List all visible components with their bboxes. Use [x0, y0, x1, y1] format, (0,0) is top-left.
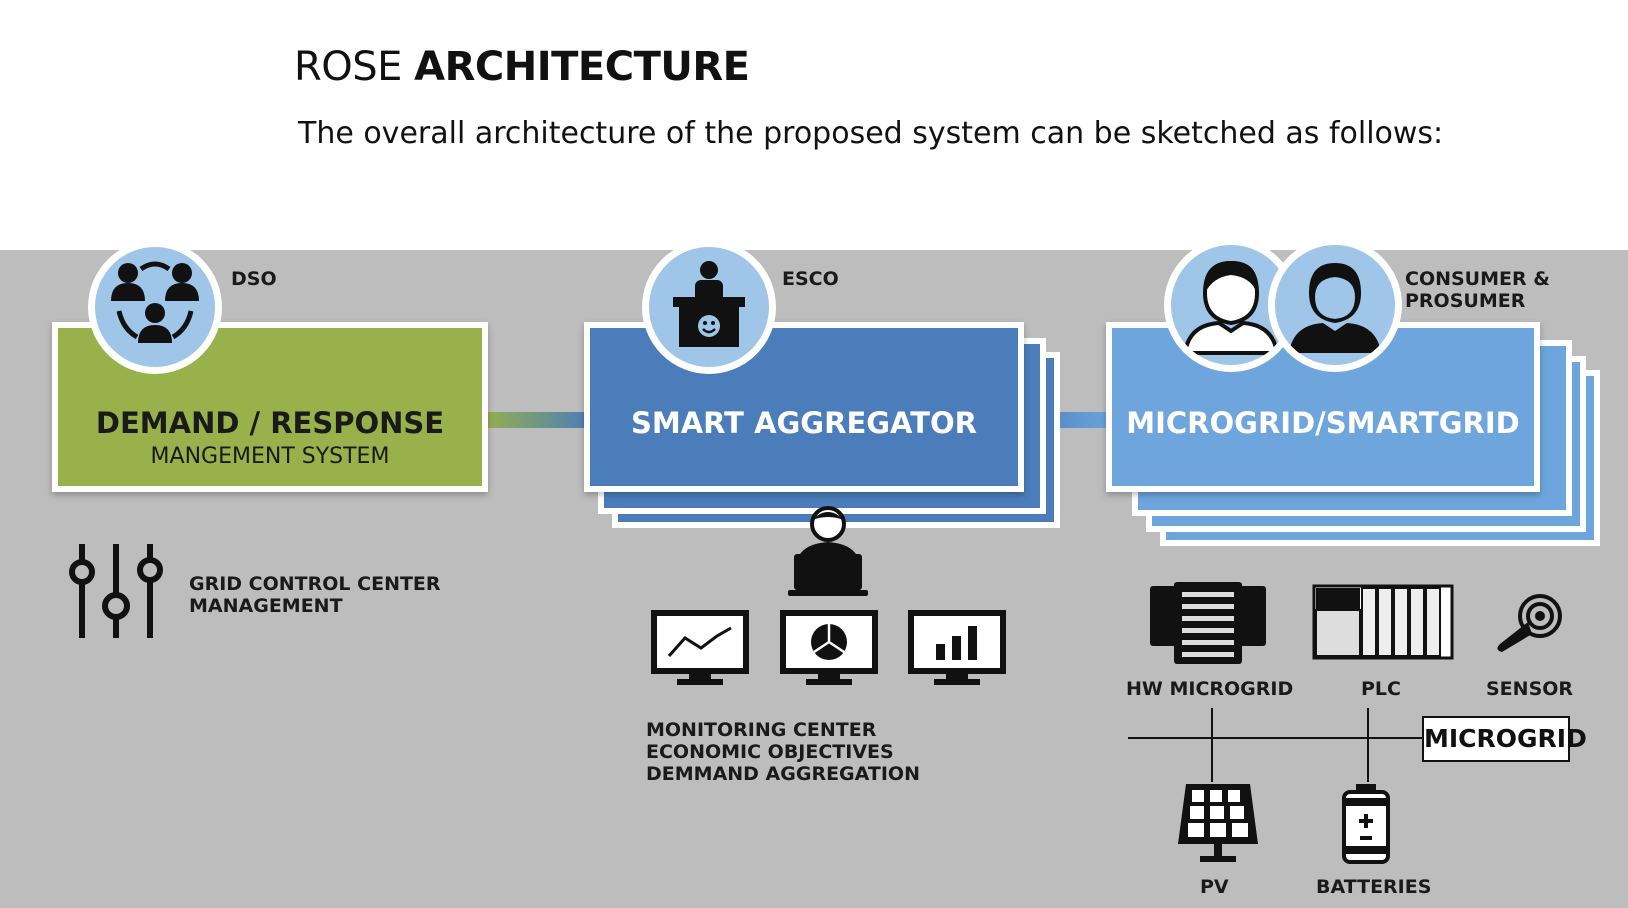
- title-bold: ARCHITECTURE: [414, 44, 750, 90]
- demand-response-subtitle: MANGEMENT SYSTEM: [150, 444, 390, 469]
- solar-panel-icon: [1178, 784, 1258, 862]
- demand-response-title: DEMAND / RESPONSE: [95, 406, 445, 440]
- page-subtitle: The overall architecture of the proposed…: [298, 116, 1444, 151]
- title-light: ROSE: [294, 44, 402, 90]
- sensor-label: SENSOR: [1486, 678, 1574, 700]
- connector-dso-esco: [480, 412, 592, 428]
- monitoring-label-2: ECONOMIC OBJECTIVES: [646, 741, 894, 763]
- monitoring-label-1: MONITORING CENTER: [646, 719, 877, 741]
- microgrid-bus-label: MICROGRID: [1422, 716, 1587, 762]
- pv-label: PV: [1200, 876, 1229, 898]
- plc-icon: [1312, 584, 1454, 660]
- esco-desk-icon: [642, 240, 776, 374]
- operator-icon: [788, 506, 868, 596]
- consumer-label-line-1: CONSUMER &: [1405, 268, 1550, 290]
- demand-response-box: DEMAND / RESPONSE MANGEMENT SYSTEM: [52, 322, 488, 492]
- bar-chart-monitor-icon: [908, 610, 1006, 685]
- prosumer-person-icon: [1268, 238, 1402, 372]
- batteries-label: BATTERIES: [1316, 876, 1432, 898]
- plc-label: PLC: [1361, 678, 1401, 700]
- grid-control-label-1: GRID CONTROL CENTER: [189, 573, 441, 595]
- esco-label: ESCO: [782, 268, 839, 290]
- battery-icon: [1342, 784, 1390, 864]
- server-rack-icon: [1150, 582, 1266, 664]
- line-chart-monitor-icon: [651, 610, 749, 685]
- consumer-label-line-2: PROSUMER: [1405, 290, 1526, 312]
- smart-aggregator-box: SMART AGGREGATOR: [584, 322, 1024, 492]
- dso-group-icon: [88, 240, 222, 374]
- grid-control-label-2: MANAGEMENT: [189, 595, 343, 617]
- microgrid-smartgrid-title: MICROGRID/SMARTGRID: [1126, 406, 1520, 440]
- page-title: ROSE ARCHITECTURE: [294, 44, 750, 90]
- sensor-icon: [1497, 594, 1562, 652]
- dso-label: DSO: [231, 268, 277, 290]
- smart-aggregator-title: SMART AGGREGATOR: [630, 406, 978, 440]
- microgrid-bus-lines: [1128, 708, 1426, 782]
- monitoring-label-3: DEMMAND AGGREGATION: [646, 763, 920, 785]
- pie-chart-monitor-icon: [780, 610, 878, 685]
- sliders-icon: [69, 544, 163, 638]
- hw-microgrid-label: HW MICROGRID: [1126, 678, 1294, 700]
